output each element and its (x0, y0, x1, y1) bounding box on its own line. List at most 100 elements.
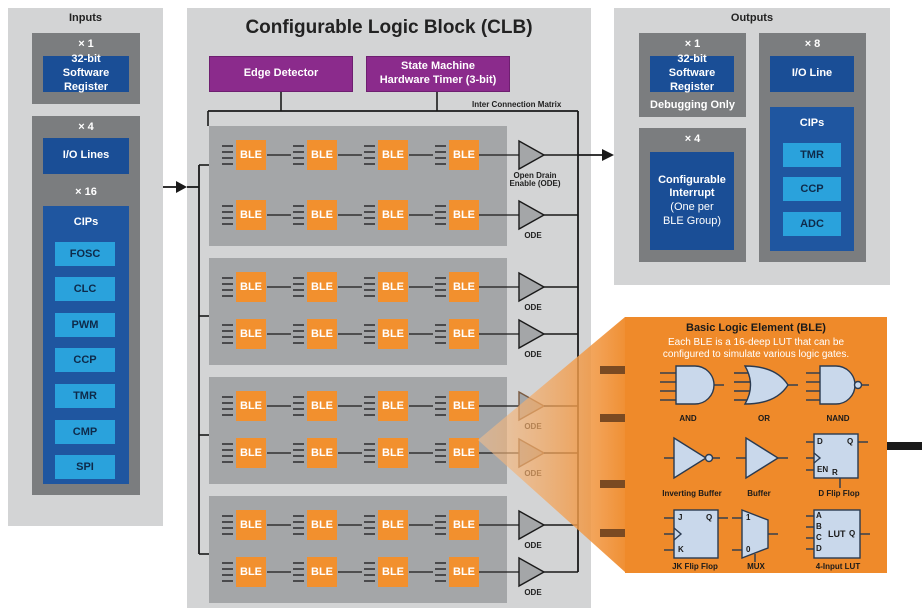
dff-pin-q: Q (847, 437, 854, 446)
gate-label-buffer: Buffer (747, 489, 771, 498)
ble-block: BLE (307, 438, 337, 468)
output-cip-ccp: CCP (783, 177, 841, 201)
ble-block: BLE (307, 272, 337, 302)
ode-triangle-icon (518, 271, 546, 303)
inputs-io-mult: × 4 (78, 121, 94, 133)
lut-core-label: LUT (828, 529, 846, 539)
ble-block: BLE (449, 557, 479, 587)
ble-block: BLE (449, 200, 479, 230)
input-cip-cmp: CMP (55, 420, 115, 444)
ode-triangle-icon (518, 509, 546, 541)
ble-block: BLE (236, 140, 266, 170)
ble-input-bar-3 (600, 480, 625, 488)
inverting-buffer-icon (664, 436, 720, 480)
ble-block: BLE (378, 557, 408, 587)
outputs-io-line: I/O Line (770, 56, 854, 92)
ode-label-line-2: Enable (ODE) (509, 179, 561, 189)
input-cip-tmr: TMR (55, 384, 115, 408)
mux-pin-1: 1 (746, 513, 751, 522)
ble-block: BLE (307, 391, 337, 421)
outputs-io-mult: × 8 (804, 38, 821, 50)
lut-pin-c: C (816, 533, 822, 542)
ode-triangle-icon (518, 318, 546, 350)
ble-block: BLE (449, 510, 479, 540)
ble-block: BLE (307, 557, 337, 587)
inputs-sw-mult: × 1 (78, 38, 94, 50)
ble-block: BLE (378, 510, 408, 540)
gate-label-or: OR (758, 414, 770, 423)
ode-triangle-icon (518, 199, 546, 231)
int-line-4: BLE Group) (662, 214, 722, 227)
output-cip-tmr: TMR (783, 143, 841, 167)
inputs-cips-title: CIPs (73, 216, 99, 228)
ble-block: BLE (307, 510, 337, 540)
outputs-debug-note: Debugging Only (650, 99, 735, 111)
output-arrowhead (602, 149, 614, 161)
ble-block: BLE (307, 140, 337, 170)
inputs-title: Inputs (69, 12, 102, 24)
gate-label-nand: NAND (826, 414, 850, 423)
clb-title: Configurable Logic Block (CLB) (245, 17, 533, 38)
ble-block: BLE (307, 319, 337, 349)
ble-block: BLE (449, 319, 479, 349)
ble-detail-title: Basic Logic Element (BLE) (686, 322, 826, 334)
outputs-sw-register: 32-bit Software Register (650, 53, 734, 93)
ble-block: BLE (378, 140, 408, 170)
outputs-title: Outputs (730, 12, 774, 24)
mux-pin-0: 0 (746, 545, 751, 554)
ble-block: BLE (378, 200, 408, 230)
ble-block: BLE (236, 200, 266, 230)
ble-block: BLE (236, 438, 266, 468)
ble-block: BLE (378, 272, 408, 302)
gate-label-4-input-lut: 4-Input LUT (815, 562, 861, 571)
ble-input-bar-4 (600, 529, 625, 537)
input-cip-clc: CLC (55, 277, 115, 301)
int-line-3: (One per (670, 201, 714, 213)
ble-output-bar (887, 442, 922, 450)
input-cip-spi: SPI (55, 455, 115, 479)
lut-icon (806, 509, 870, 559)
ode-label: ODE (524, 303, 542, 312)
ble-block: BLE (449, 391, 479, 421)
ble-detail-desc-2: configured to simulate various logic gat… (662, 349, 850, 360)
mux-icon (732, 508, 778, 562)
ble-input-bar-1 (600, 366, 625, 374)
ble-block: BLE (378, 391, 408, 421)
dff-pin-r: R (832, 468, 838, 477)
dff-pin-en: EN (817, 465, 829, 474)
ode-label: ODE (524, 541, 542, 550)
inputs-sw-register: 32-bit Software Register (43, 53, 129, 93)
int-line-2: Interrupt (669, 187, 715, 200)
ode-triangle-icon (518, 556, 546, 588)
input-cip-pwm: PWM (55, 313, 115, 337)
ble-block: BLE (236, 510, 266, 540)
ode-triangle-icon (518, 139, 546, 171)
jk-pin-q: Q (706, 513, 713, 522)
ode-label: ODE (524, 350, 542, 359)
outputs-int-mult: × 4 (684, 133, 701, 145)
ble-block: BLE (449, 140, 479, 170)
ble-block: BLE (236, 319, 266, 349)
input-arrowhead (176, 181, 187, 193)
inputs-cip-mult: × 16 (75, 186, 97, 198)
ble-block: BLE (378, 319, 408, 349)
ble-block: BLE (378, 438, 408, 468)
interconnect-label: Inter Connection Matrix (472, 100, 562, 109)
lut-pin-b: B (816, 522, 822, 531)
ode-label: ODE (524, 588, 542, 597)
input-cip-ccp: CCP (55, 348, 115, 372)
gate-label-inverting-buffer: Inverting Buffer (662, 489, 722, 498)
input-cip-fosc: FOSC (55, 242, 115, 266)
dff-pin-d: D (817, 437, 823, 446)
ble-block: BLE (307, 200, 337, 230)
lut-pin-d: D (816, 544, 822, 553)
ode-label-line-1: Open Drain (513, 171, 557, 180)
d-flip-flop-icon (806, 433, 868, 488)
configurable-interrupt: Configurable Interrupt (One per BLE Grou… (650, 152, 734, 250)
ble-block: BLE (449, 272, 479, 302)
ode-label: ODE (524, 231, 542, 240)
ble-input-bar-2 (600, 414, 625, 422)
jk-flip-flop-icon (664, 509, 728, 559)
